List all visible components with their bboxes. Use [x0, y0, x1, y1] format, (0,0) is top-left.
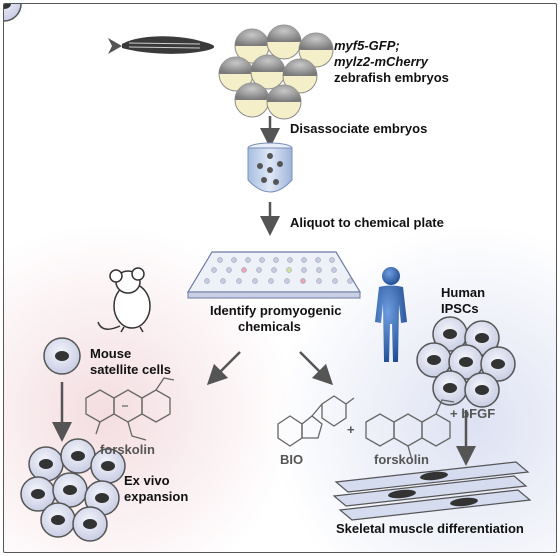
bio-structure — [277, 395, 355, 447]
zebrafish-icon — [108, 36, 215, 54]
forskolin-structure-left — [85, 377, 175, 441]
diagram-graphics — [4, 4, 532, 542]
figure-frame: myf5-GFP; mylz2-mCherry zebrafish embryo… — [3, 3, 557, 553]
chemical-plate-icon — [186, 251, 362, 299]
muscle-fiber-icon — [332, 461, 532, 521]
mouse-label-1: Mouse — [90, 346, 132, 361]
embryo-line-label-1: myf5-GFP; — [334, 38, 400, 53]
step-aliquot: Aliquot to chemical plate — [290, 215, 444, 230]
human-label-1: Human — [441, 285, 486, 300]
skeletal-label: Skeletal muscle differentiation — [336, 521, 524, 536]
forskolin-right-label: forskolin — [374, 452, 429, 467]
forskolin-structure-right — [365, 399, 455, 461]
exvivo-label-1: Ex vivo — [124, 473, 170, 488]
mouse-label-2: satellite cells — [90, 362, 171, 377]
plus-sign: + — [347, 422, 355, 437]
embryo-cluster-icon — [4, 4, 334, 120]
step-identify-2: chemicals — [238, 319, 301, 334]
bio-label: BIO — [280, 452, 304, 467]
embryo-line-label-3: zebrafish embryos — [334, 70, 449, 85]
satellite-cell-icon — [43, 337, 81, 375]
arrow-right-branch — [299, 351, 334, 386]
human-icon — [375, 267, 407, 362]
mouse-icon — [97, 267, 151, 333]
forskolin-left-label: forskolin — [100, 442, 155, 457]
step-disassociate: Disassociate embryos — [290, 121, 428, 136]
arrow-left-branch — [206, 351, 241, 386]
exvivo-label-2: expansion — [124, 489, 189, 504]
ipsc-cluster-icon — [416, 316, 516, 408]
tube-icon — [247, 142, 293, 193]
embryo-line-label-2: mylz2-mCherry — [334, 54, 428, 69]
bfgf-label: + bFGF — [450, 406, 496, 421]
human-label-2: IPSCs — [441, 301, 479, 316]
expanded-cells-icon — [4, 4, 126, 542]
step-identify-1: Identify promyogenic — [210, 303, 342, 318]
